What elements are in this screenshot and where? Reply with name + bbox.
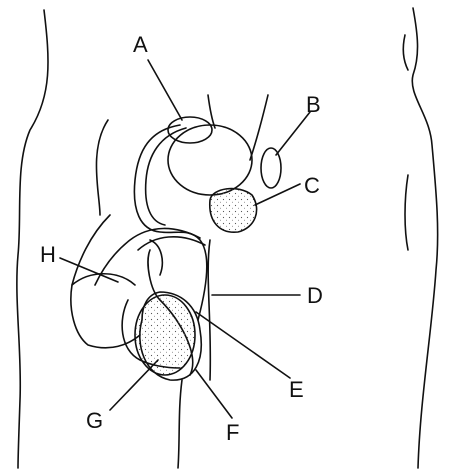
bulbourethral-gland <box>261 148 281 188</box>
leader-line-f <box>196 370 232 418</box>
label-d: D <box>307 283 323 308</box>
label-c: C <box>304 173 320 198</box>
label-a: A <box>133 32 148 57</box>
leader-line-a <box>148 60 182 120</box>
scrotum-right-line <box>208 240 210 380</box>
label-b: B <box>306 92 321 117</box>
seminal-vesicle <box>168 117 212 143</box>
label-e: E <box>289 377 304 402</box>
label-f: F <box>226 420 239 445</box>
right-body-outline <box>412 8 437 468</box>
vas-deferens <box>134 125 206 320</box>
leader-line-g <box>110 360 158 410</box>
left-body-outline <box>17 10 48 468</box>
thigh-line <box>178 380 182 468</box>
urethra-inner <box>138 237 205 250</box>
label-g: G <box>86 408 103 433</box>
leader-line-b <box>276 112 310 155</box>
leader-line-c <box>255 184 300 205</box>
label-h: H <box>40 242 56 267</box>
right-hip-crease <box>403 35 408 70</box>
sperm-cord <box>150 240 162 275</box>
leg-outline <box>96 120 108 215</box>
vas-deferens-inner <box>146 128 186 225</box>
prostate <box>210 189 257 233</box>
right-body-crease <box>405 175 408 250</box>
